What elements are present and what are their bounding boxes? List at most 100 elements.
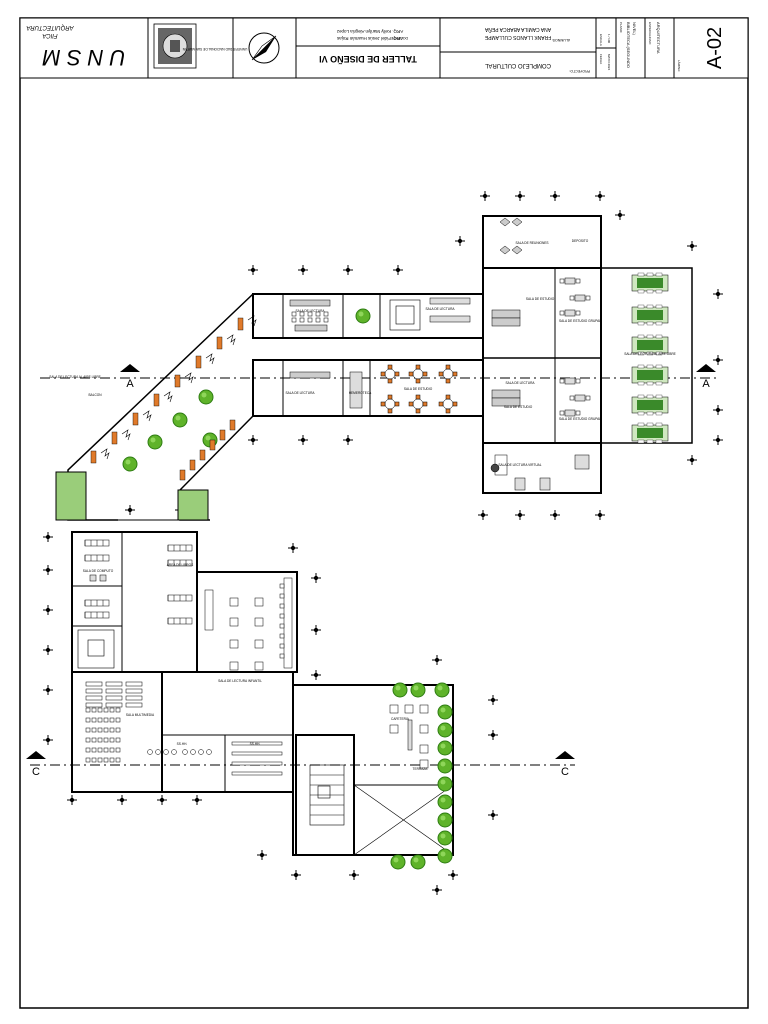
planter-east xyxy=(177,489,209,521)
hex-table xyxy=(511,245,523,255)
chair xyxy=(646,321,654,326)
chair xyxy=(559,410,565,416)
label-sala-grupal-2: SALA DE ESTUDIO GRUPAL xyxy=(559,417,601,421)
label-sala-estudio-3: SALA DE ESTUDIO xyxy=(404,387,433,391)
toilet-icon xyxy=(198,749,204,755)
chair xyxy=(415,408,421,414)
chair xyxy=(438,401,444,407)
chair xyxy=(646,381,654,386)
tree-icon xyxy=(198,389,214,405)
planter-west xyxy=(55,471,87,521)
axis-dot xyxy=(250,267,256,273)
axis-dot xyxy=(45,567,51,573)
axis-dot xyxy=(313,627,319,633)
chair xyxy=(97,727,103,733)
table xyxy=(105,681,123,687)
tree-highlight xyxy=(201,392,207,398)
table xyxy=(125,681,143,687)
central-block-walls xyxy=(252,293,484,417)
chair xyxy=(91,737,97,743)
axis-dot xyxy=(480,512,486,518)
table xyxy=(229,639,239,649)
table xyxy=(539,477,551,491)
floor-plan xyxy=(67,215,693,856)
round-table xyxy=(412,368,424,380)
tree-icon xyxy=(355,308,371,324)
tree-highlight xyxy=(440,815,446,821)
chair xyxy=(646,411,654,416)
grid-axis-markers xyxy=(43,191,723,895)
chair xyxy=(585,395,591,401)
section-a-left-marker xyxy=(120,364,140,372)
chair xyxy=(85,757,91,763)
chair xyxy=(394,371,400,377)
table xyxy=(564,277,576,285)
plant-icon xyxy=(226,334,236,346)
plant-icon xyxy=(205,353,215,365)
axis-dot xyxy=(345,267,351,273)
tree-icon xyxy=(390,854,406,870)
chair xyxy=(103,707,109,713)
axis-dot xyxy=(250,437,256,443)
axis-dot xyxy=(259,852,265,858)
round-table xyxy=(442,368,454,380)
chair xyxy=(415,394,421,400)
university-name: U N S M xyxy=(42,45,126,70)
alumno-1: ANA CAMILA ABARCA PEÑA xyxy=(484,26,551,33)
chair xyxy=(655,364,663,369)
chair xyxy=(279,613,285,619)
tree-highlight xyxy=(205,435,211,441)
tree-icon xyxy=(437,704,453,720)
chair xyxy=(299,317,305,323)
section-c-left-marker xyxy=(26,751,46,759)
escala-value: 1 / 100 xyxy=(607,34,611,44)
chair xyxy=(109,757,115,763)
table xyxy=(125,695,143,701)
tree-highlight xyxy=(175,415,181,421)
tree-icon xyxy=(172,412,188,428)
chair xyxy=(408,401,414,407)
tree-icon xyxy=(437,776,453,792)
axis-dot xyxy=(689,457,695,463)
chair xyxy=(97,707,103,713)
chair xyxy=(85,727,91,733)
chair xyxy=(387,394,393,400)
table xyxy=(229,617,239,627)
chair xyxy=(97,737,103,743)
axis-dot xyxy=(482,193,488,199)
chair xyxy=(445,408,451,414)
table xyxy=(419,724,429,734)
chair xyxy=(315,317,321,323)
toilet-icon xyxy=(155,749,161,755)
chair xyxy=(637,381,645,386)
tree-highlight xyxy=(440,779,446,785)
axis-dot xyxy=(689,243,695,249)
chair xyxy=(646,422,654,427)
tree-icon xyxy=(122,456,138,472)
plano-label: PLANO: xyxy=(619,22,623,33)
chair xyxy=(445,394,451,400)
chair xyxy=(91,727,97,733)
label-sala-lectura-4: SALA DE LECTURA xyxy=(505,381,535,385)
chair xyxy=(109,747,115,753)
course-title: TALLER DE DISEÑO VI xyxy=(319,54,417,64)
axis-dot xyxy=(434,657,440,663)
axis-dot xyxy=(490,697,496,703)
tree-highlight xyxy=(150,437,156,443)
tree-highlight xyxy=(358,311,364,317)
chair xyxy=(637,289,645,294)
outdoor-table xyxy=(637,400,663,410)
table xyxy=(574,294,586,302)
table xyxy=(105,688,123,694)
axis-dot xyxy=(45,647,51,653)
table xyxy=(514,477,526,491)
bench xyxy=(199,449,206,461)
table xyxy=(564,409,576,417)
chair xyxy=(637,422,645,427)
axis-dot xyxy=(597,193,603,199)
tree-highlight xyxy=(393,857,399,863)
chair xyxy=(291,317,297,323)
chair xyxy=(655,381,663,386)
table xyxy=(574,394,586,402)
chair xyxy=(97,757,103,763)
